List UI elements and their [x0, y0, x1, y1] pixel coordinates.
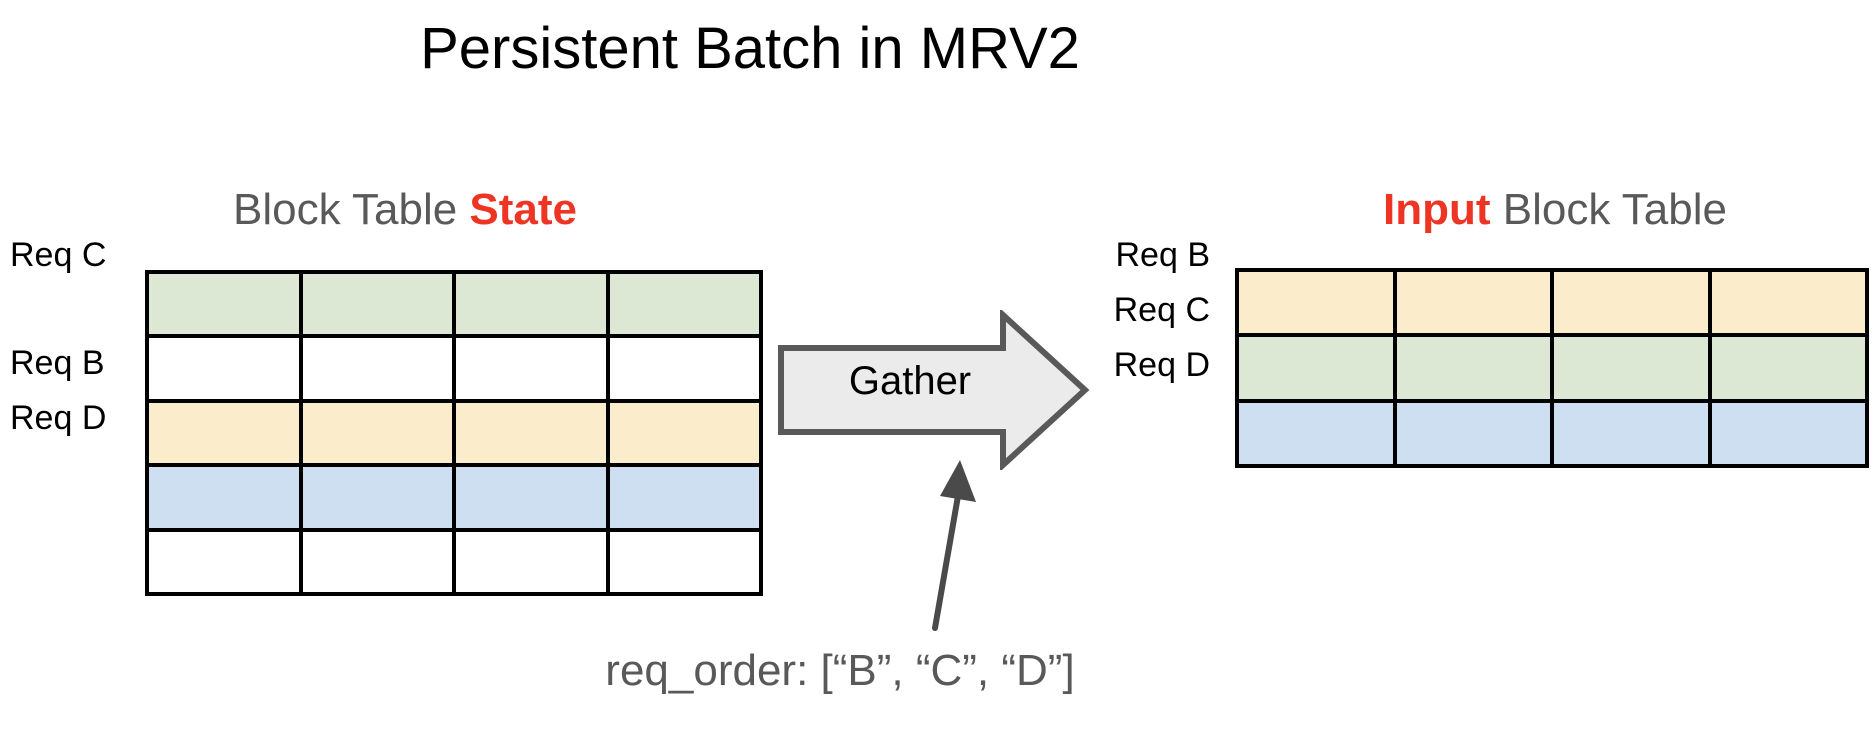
state-heading-prefix: Block Table: [232, 185, 470, 234]
state-row-label-0: Req C: [10, 236, 107, 274]
input-cell-r1c1: [1396, 337, 1550, 399]
state-cell-r0c2: [456, 274, 606, 335]
input-heading-accent: Input: [1383, 185, 1491, 234]
input-row-label-1: Req C: [1113, 291, 1210, 329]
state-cell-r4c0: [149, 531, 299, 592]
state-cell-r2c2: [456, 402, 606, 464]
input-cell-r2c1: [1396, 402, 1550, 464]
state-cell-r0c0: [149, 274, 299, 335]
input-block-table: [1235, 268, 1869, 468]
input-heading-suffix: Block Table: [1490, 185, 1727, 234]
input-cell-r1c2: [1554, 337, 1708, 399]
page-title: Persistent Batch in MRV2: [420, 16, 1080, 81]
state-cell-r0c3: [609, 274, 759, 335]
gather-label: Gather: [848, 359, 972, 403]
state-row-label-3: Req D: [10, 399, 107, 437]
state-cell-r3c2: [456, 467, 606, 528]
gather-arrow-icon: [778, 310, 1090, 470]
input-cell-r2c2: [1554, 402, 1708, 464]
input-cell-r0c0: [1239, 272, 1393, 334]
input-cell-r0c3: [1711, 272, 1865, 334]
state-cell-r1c0: [149, 338, 299, 399]
state-cell-r0c1: [302, 274, 452, 335]
state-cell-r2c1: [302, 402, 452, 464]
input-cell-r0c1: [1396, 272, 1550, 334]
state-cell-r4c2: [456, 531, 606, 592]
input-row-label-0: Req B: [1115, 236, 1211, 274]
state-cell-r2c0: [149, 402, 299, 464]
req-order-caption: req_order: [“B”, “C”, “D”]: [605, 646, 1075, 695]
state-cell-r3c1: [302, 467, 452, 528]
input-cell-r0c2: [1554, 272, 1708, 334]
state-cell-r1c1: [302, 338, 452, 399]
state-cell-r2c3: [609, 402, 759, 464]
state-cell-r4c1: [302, 531, 452, 592]
block-table-state: [145, 270, 763, 596]
input-row-label-2: Req D: [1113, 346, 1210, 384]
state-row-label-2: Req B: [10, 344, 105, 382]
state-cell-r3c0: [149, 467, 299, 528]
state-cell-r4c3: [609, 531, 759, 592]
state-cell-r1c2: [456, 338, 606, 399]
input-table-heading: Input Block Table: [1245, 184, 1865, 236]
state-table-heading: Block Table State: [95, 184, 715, 236]
state-cell-r1c3: [609, 338, 759, 399]
input-cell-r2c3: [1711, 402, 1865, 464]
input-cell-r1c3: [1711, 337, 1865, 399]
state-cell-r3c3: [609, 467, 759, 528]
input-cell-r1c0: [1239, 337, 1393, 399]
state-heading-accent: State: [469, 185, 578, 234]
input-cell-r2c0: [1239, 402, 1393, 464]
req-order-pointer-arrow-icon: [900, 450, 1020, 640]
